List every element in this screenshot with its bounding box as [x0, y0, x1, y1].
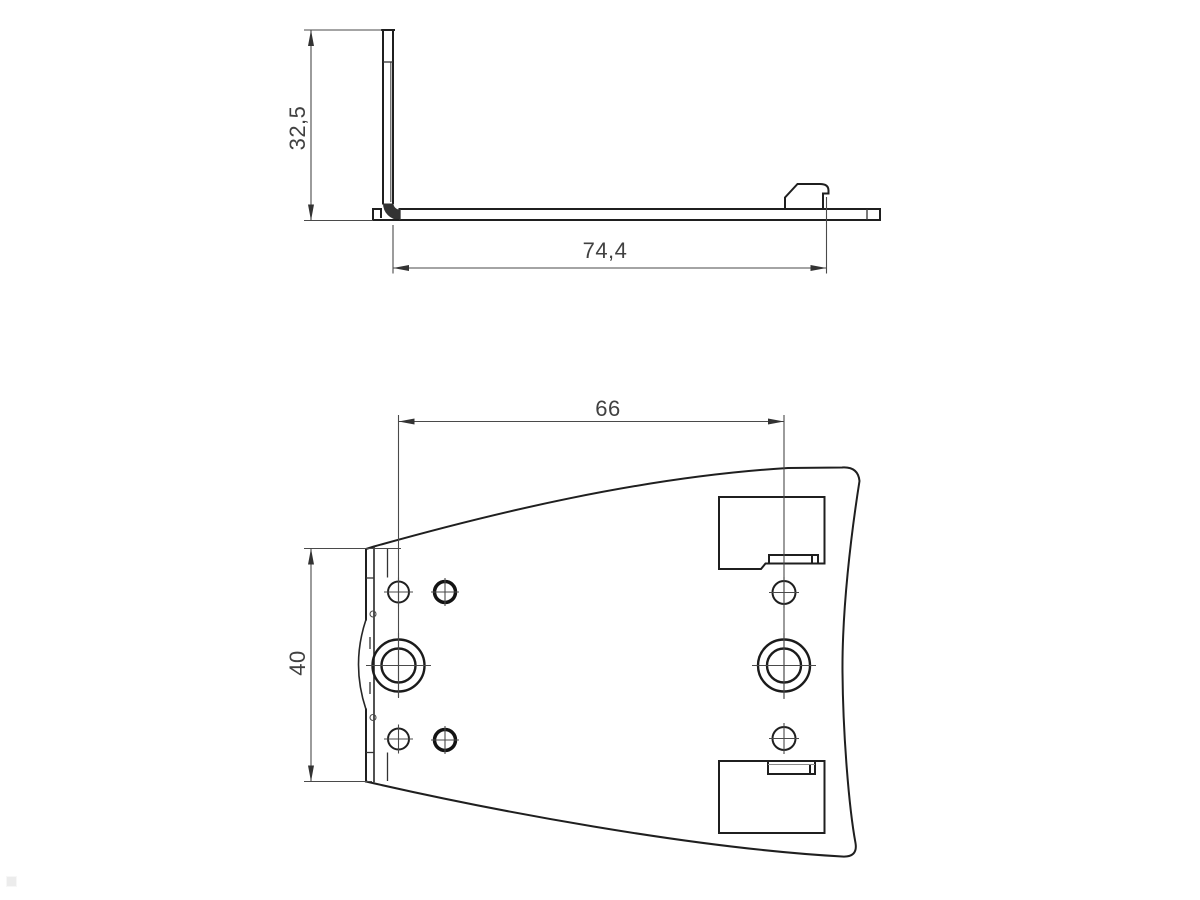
cutout-top-right	[718, 496, 826, 570]
hook-clip	[784, 183, 830, 210]
dimension-plan-height: 40	[285, 547, 401, 783]
dim-arrow-up	[308, 30, 314, 46]
cutout-tab	[767, 760, 816, 775]
plan-view: 66 40	[285, 396, 861, 858]
detent-bump-arc	[357, 618, 368, 711]
cutout-tab	[768, 554, 819, 565]
watermark	[6, 876, 17, 887]
dim-arrow-down	[308, 204, 314, 221]
hole-small-bottom-left	[384, 724, 413, 754]
dimension-side-height: 32,5	[285, 29, 382, 222]
cutout-outline	[718, 496, 826, 570]
bend-fillet	[383, 203, 400, 220]
flange-detail-hole-bottom	[369, 713, 377, 722]
cutout-bottom-right	[718, 760, 826, 834]
dim-arrow-left	[393, 265, 409, 271]
plate-outline	[364, 466, 861, 858]
dim-arrow-down	[308, 765, 314, 782]
dim-arrow-left	[398, 418, 415, 425]
base-left-lip	[372, 208, 382, 221]
dimension-plan-width: 66	[397, 396, 785, 699]
dim-label-plan-height: 40	[285, 650, 310, 675]
dim-arrow-right	[768, 418, 784, 425]
cutout-outline	[718, 760, 826, 834]
dimension-side-depth: 74,4	[392, 197, 828, 274]
dim-arrow-right	[810, 265, 827, 271]
dim-label-side-depth: 74,4	[583, 238, 628, 263]
hole-thick-bottom	[431, 726, 459, 754]
hole-small-bottom-right	[769, 723, 799, 754]
hole-thick-top	[431, 578, 459, 606]
flange-detail-hole-top	[369, 610, 377, 618]
dim-label-plan-width: 66	[595, 396, 620, 421]
dim-label-side-height: 32,5	[285, 106, 310, 151]
dim-arrow-up	[308, 548, 314, 565]
side-view: 32,5 74,4	[285, 29, 881, 274]
